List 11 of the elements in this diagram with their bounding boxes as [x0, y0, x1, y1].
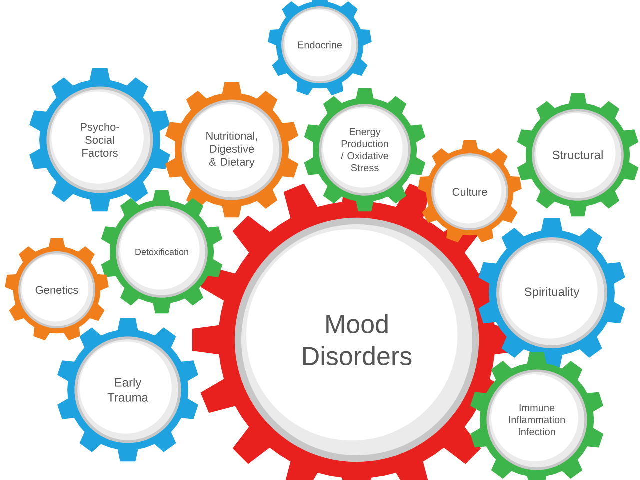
gear: Nutritional, Digestive & Dietary — [165, 82, 299, 218]
gear: Spirituality — [478, 218, 626, 368]
gear: Endocrine — [268, 0, 372, 96]
gear: Detoxification — [101, 190, 223, 314]
gear: Structural — [517, 93, 639, 217]
gear: Psycho-Social Factors — [30, 68, 170, 212]
gear: Energy Production / Oxidative Stress — [304, 88, 426, 212]
gear: Immune Inflammation Infection — [470, 352, 604, 480]
gear: Genetics — [5, 238, 109, 341]
gear: Culture — [418, 140, 522, 243]
gear: Early Trauma — [58, 318, 198, 462]
